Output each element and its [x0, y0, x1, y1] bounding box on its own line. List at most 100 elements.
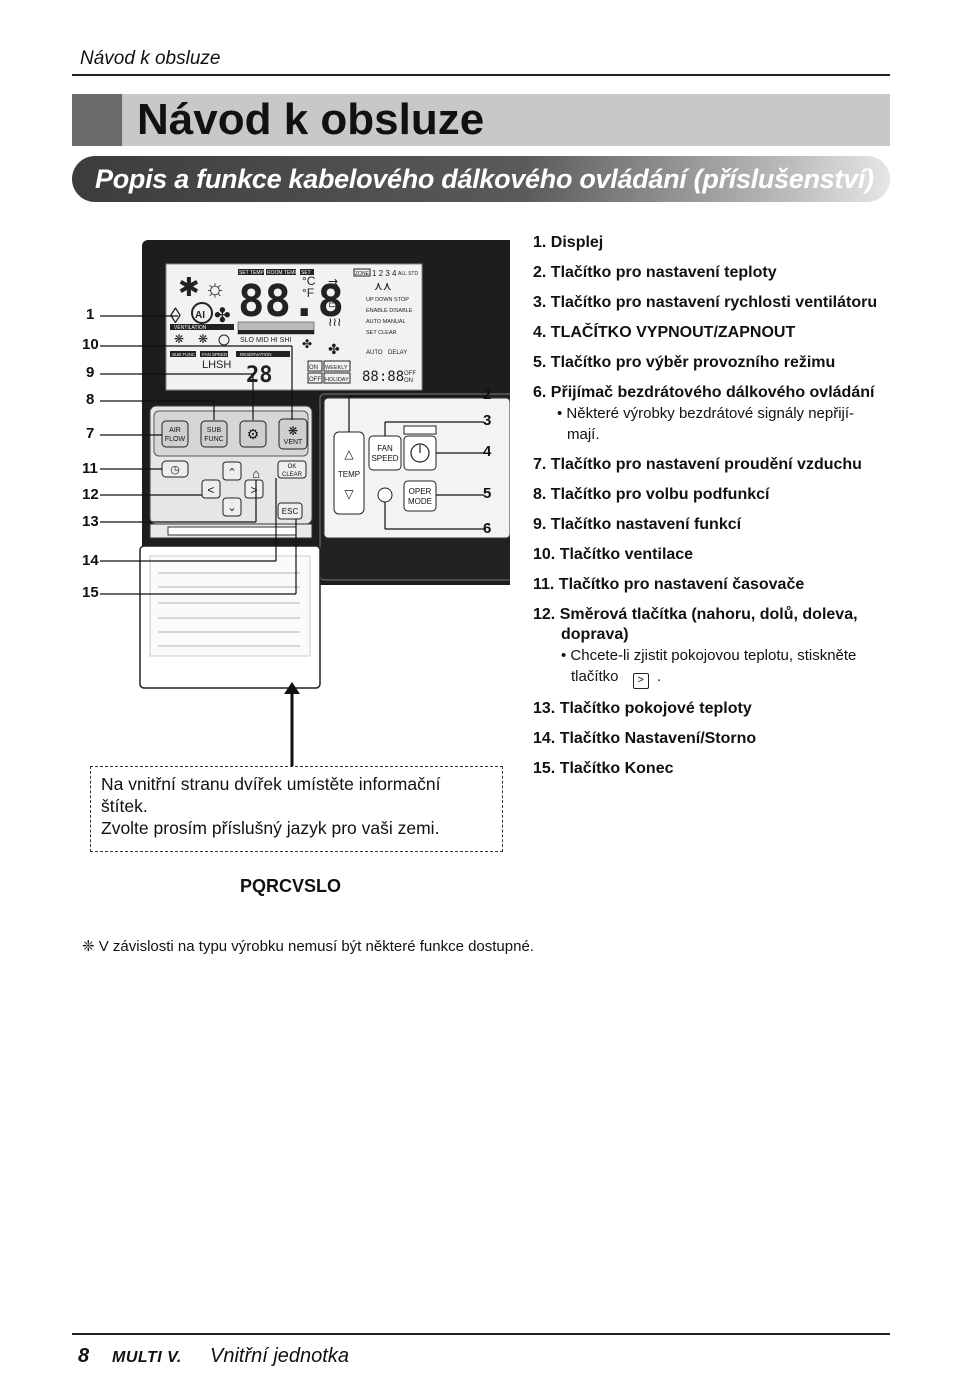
svg-text:FAN: FAN [377, 444, 393, 453]
callout-13: 13 [82, 513, 99, 530]
svg-text:FUNC: FUNC [204, 436, 223, 443]
note-line: Zvolte prosím příslušný jazyk pro vaši z… [101, 818, 440, 838]
footer-text: Vnitřní jednotka [210, 1345, 349, 1367]
note-text: tlačítko [571, 668, 619, 685]
function-setting-button [239, 420, 267, 448]
note-line: štítek. [101, 796, 148, 816]
svg-text:VENTILATION: VENTILATION [174, 325, 207, 331]
sub-func-label: SUB [207, 427, 222, 434]
clock-icon: ◷ [170, 464, 180, 476]
callout-5: 5 [483, 485, 492, 502]
callout-8: 8 [86, 391, 95, 408]
right-button [244, 479, 264, 499]
ok-clear-button [277, 460, 307, 479]
list-item: 8. Tlačítko pro volbu podfunkcí [533, 486, 770, 503]
note-end: . [656, 668, 662, 685]
lcd-lhsh: LHSH [202, 359, 231, 371]
power-icon [410, 443, 430, 463]
running-header: Návod k obsluze [80, 48, 221, 69]
page-number: 8 [78, 1345, 90, 1367]
svg-text:UP DOWN STOP: UP DOWN STOP [366, 297, 409, 303]
gear-icon: ⚙ [247, 426, 260, 442]
svg-text:FAN SPEED: FAN SPEED [202, 352, 228, 357]
svg-text:OFF: OFF [309, 377, 321, 383]
svg-text:AUTO: AUTO [366, 350, 383, 356]
svg-text:CLEAR: CLEAR [282, 472, 303, 478]
list-item-note-cont: mají. [567, 426, 600, 443]
list-item: 7. Tlačítko pro nastavení proudění vzduc… [533, 456, 862, 473]
svg-text:28: 28 [246, 363, 273, 388]
svg-text:ESC: ESC [282, 507, 299, 516]
svg-text:SUB FUNC: SUB FUNC [172, 352, 196, 357]
svg-text:⇉: ⇉ [328, 276, 338, 290]
callout-9: 9 [86, 364, 95, 381]
list-item: 3. Tlačítko pro nastavení rychlosti vent… [533, 294, 878, 311]
section-subtitle: Popis a funkce kabelového dálkového ovlá… [95, 164, 874, 194]
callout-12: 12 [82, 486, 99, 503]
list-item: 9. Tlačítko nastavení funkcí [533, 516, 742, 533]
list-item: 6. Přijímač bezdrátového dálkového ovlád… [533, 383, 893, 445]
callout-3: 3 [483, 412, 492, 429]
remote-controller-diagram: ✱ ☼ ◊ AI ✤ SET TEMP ROOM TEMP SET 88.8 °… [100, 240, 510, 766]
svg-text:DELAY: DELAY [388, 350, 407, 356]
callout-1: 1 [86, 306, 95, 323]
svg-text:ZONE: ZONE [355, 271, 370, 277]
lcd-digits: 88.8 [238, 276, 344, 327]
list-item-note: • Chcete-li zjistit pokojovou teplotu, s… [561, 647, 857, 664]
svg-text:SPEED: SPEED [371, 454, 398, 463]
list-item: 2. Tlačítko pro nastavení teploty [533, 264, 777, 281]
svg-text:SET CLEAR: SET CLEAR [366, 330, 396, 336]
air-flow-button [161, 420, 189, 448]
svg-text:SET TEMP: SET TEMP [239, 270, 264, 276]
list-item: 11. Tlačítko pro nastavení časovače [533, 576, 805, 593]
down-button [222, 497, 242, 517]
list-item-text: 6. Přijímač bezdrátového dálkového ovlád… [533, 384, 875, 401]
svg-text:ENABLE DISABLE: ENABLE DISABLE [366, 308, 413, 314]
page-title: Návod k obsluze [137, 95, 485, 144]
snowflake-icon: ✱ [178, 272, 200, 302]
ai-icon [191, 302, 213, 324]
list-item: 14. Tlačítko Nastavení/Storno [533, 730, 757, 747]
vent-label: VENT [284, 439, 303, 446]
fan-icon: ✤ [214, 305, 231, 327]
list-item-text-cont: doprava) [561, 626, 629, 643]
svg-text:❋: ❋ [174, 332, 184, 346]
svg-text:⌃: ⌃ [227, 467, 236, 479]
svg-text:OPER: OPER [409, 487, 432, 496]
function-list: 1. Displej 2. Tlačítko pro nastavení tep… [533, 233, 893, 789]
svg-text:⌄: ⌄ [227, 502, 236, 514]
wireless-receiver [377, 487, 393, 503]
svg-text:OK: OK [288, 464, 297, 470]
svg-text:HOLIDAY: HOLIDAY [325, 377, 349, 383]
svg-text:⋏⋏: ⋏⋏ [374, 279, 392, 293]
svg-text:>: > [250, 483, 257, 497]
door-label-note: Na vnitřní stranu dvířek umístěte inform… [90, 766, 503, 852]
callout-6: 6 [483, 520, 492, 537]
svg-text:1 2 3 4: 1 2 3 4 [372, 269, 397, 278]
multi-v-logo: MULTI V. [112, 1349, 182, 1366]
svg-text:<: < [207, 483, 214, 497]
list-item: 15. Tlačítko Konec [533, 760, 674, 777]
callout-7: 7 [86, 425, 95, 442]
svg-text:°F: °F [302, 286, 314, 300]
svg-text:SET: SET [301, 270, 311, 276]
list-item: 4. TLAČÍTKO VYPNOUT/ZAPNOUT [533, 324, 796, 341]
svg-text:ALL STD: ALL STD [398, 271, 418, 277]
temp-label: TEMP [338, 470, 360, 479]
svg-text:MODE: MODE [408, 497, 432, 506]
callout-14: 14 [82, 552, 99, 569]
left-button [201, 479, 221, 499]
svg-text:✤: ✤ [302, 337, 312, 351]
fan-speed-button [368, 435, 402, 471]
svg-text:ROOM TEMP: ROOM TEMP [267, 270, 298, 276]
esc-button [277, 502, 303, 520]
room-temp-icon: ⌂ [252, 466, 260, 481]
sub-func-button [200, 420, 228, 448]
room-temp-button-icon: > [632, 673, 649, 689]
footnote: ❈ V závislosti na typu výrobku nemusí bý… [82, 938, 534, 955]
svg-text:ON: ON [309, 365, 318, 371]
note-line: Na vnitřní stranu dvířek umístěte inform… [101, 774, 441, 794]
svg-text:AI: AI [195, 310, 205, 321]
svg-text:✤: ✤ [328, 341, 340, 357]
title-bar [72, 94, 890, 146]
